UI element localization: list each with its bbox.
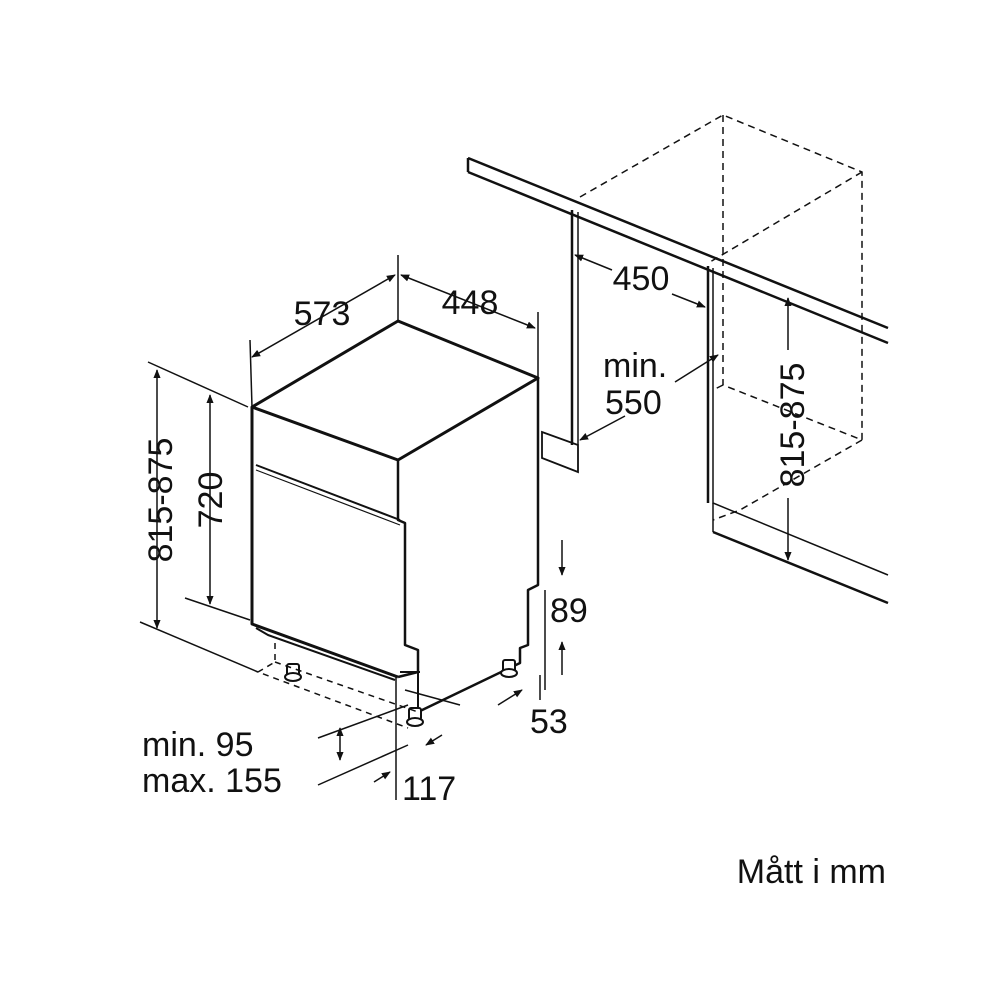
niche-depth-arrow-left xyxy=(574,254,613,271)
plinth-arrows xyxy=(336,540,566,783)
niche-volume xyxy=(579,114,863,521)
width-dimension-line xyxy=(400,274,536,329)
plinth-top-label: 89 xyxy=(550,592,588,630)
depth-dimension-line xyxy=(251,274,396,358)
body-height-label: 720 xyxy=(192,472,230,529)
niche-min-value: 550 xyxy=(605,384,662,422)
depth-label: 573 xyxy=(294,295,351,333)
niche-min-arrow-bottom xyxy=(579,415,626,441)
total-height-label: 815-875 xyxy=(142,438,180,563)
plinth-bottom-label: 53 xyxy=(530,703,568,741)
plinth-rear-arrow xyxy=(497,689,523,706)
niche-depth-label: 450 xyxy=(613,260,670,298)
dimension-arrows xyxy=(153,274,536,629)
niche-min-label: min. xyxy=(603,347,667,385)
extension-lines xyxy=(139,255,546,800)
niche-dimension-arrows xyxy=(574,254,792,561)
niche-drawing xyxy=(466,156,889,605)
plinth-setback-label: 117 xyxy=(402,770,456,808)
dishwasher-feet xyxy=(284,659,518,727)
plinth-depth-min-label: min. 95 xyxy=(142,726,254,764)
niche-min-arrow-top xyxy=(674,354,719,383)
foot-rear-right-pad xyxy=(500,668,518,678)
niche-height-label: 815-875 xyxy=(774,363,812,488)
setback-arrow-right xyxy=(425,734,443,746)
plinth-depth-max-label: max. 155 xyxy=(142,762,282,800)
niche-depth-arrow-right xyxy=(671,293,706,308)
foot-front-right-pad xyxy=(406,717,424,727)
setback-arrow-left xyxy=(373,771,391,783)
width-label: 448 xyxy=(442,284,499,322)
dishwasher-body xyxy=(250,319,540,714)
countertop-top-edge xyxy=(467,156,889,330)
floor-footprint xyxy=(256,643,419,729)
foot-front-left-pad xyxy=(284,672,302,682)
countertop-bottom-edge xyxy=(467,170,889,345)
units-note: Mått i mm xyxy=(737,853,886,891)
